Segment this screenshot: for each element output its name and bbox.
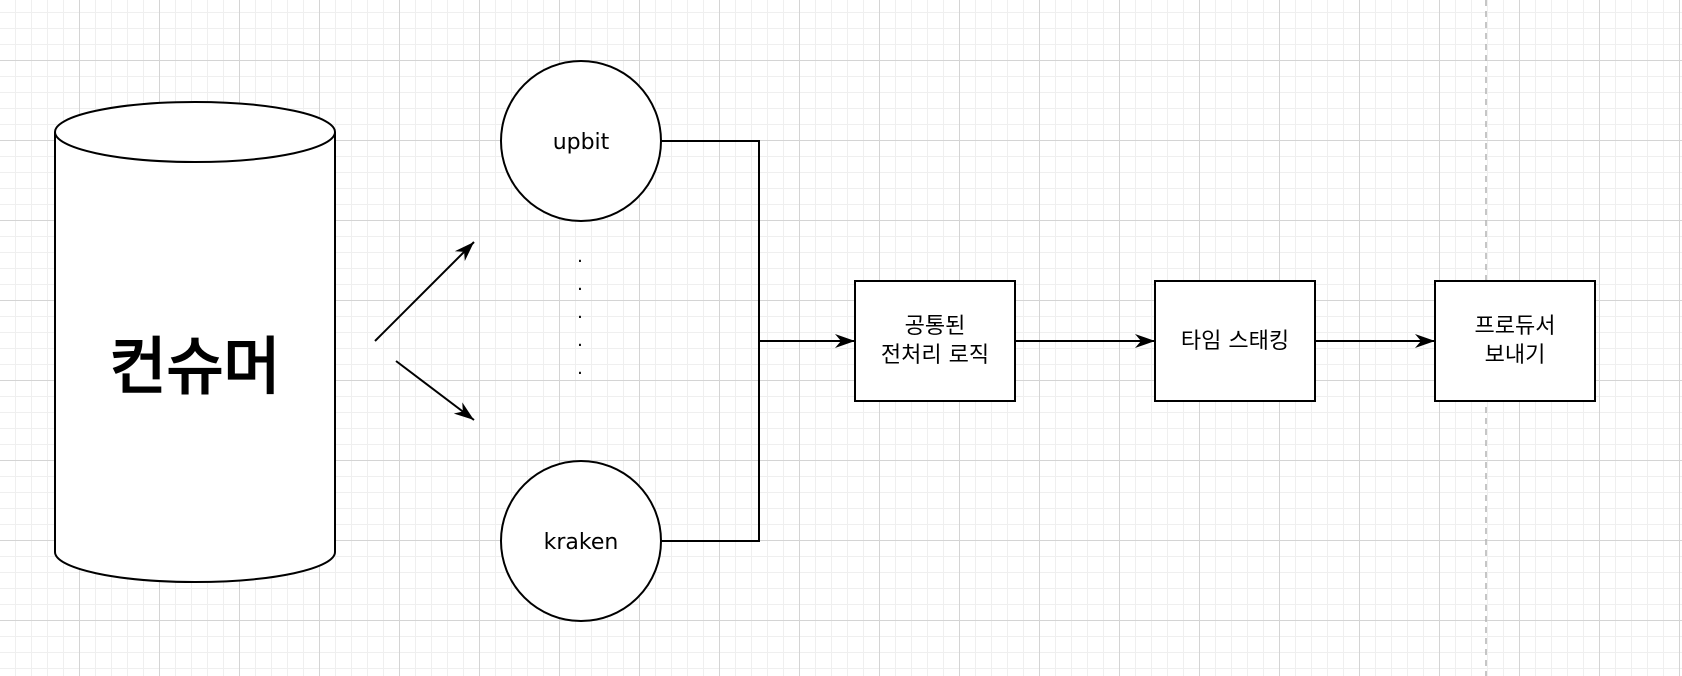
time-stacking-box[interactable]: 타임 스태킹	[1154, 280, 1316, 402]
preprocess-box[interactable]: 공통된 전처리 로직	[854, 280, 1016, 402]
preprocess-label-line1: 공통된	[905, 314, 966, 339]
ellipsis-dots: . . . . .	[577, 246, 583, 379]
ellipsis-dot: .	[577, 330, 583, 351]
connector-kraken-merge[interactable]	[661, 341, 760, 542]
upbit-label: upbit	[553, 130, 610, 155]
time-stacking-label: 타임 스태킹	[1181, 329, 1289, 354]
producer-label-line2: 보내기	[1485, 343, 1546, 368]
consumer-label: 컨슈머	[109, 330, 280, 403]
upbit-circle[interactable]: upbit	[500, 60, 662, 222]
producer-box[interactable]: 프로듀서 보내기	[1434, 280, 1596, 402]
arrow-consumer-to-kraken[interactable]	[395, 360, 475, 421]
producer-label-line1: 프로듀서	[1475, 314, 1556, 339]
kraken-label: kraken	[544, 530, 619, 555]
consumer-cylinder[interactable]: 컨슈머	[54, 101, 336, 583]
ellipsis-dot: .	[577, 246, 583, 267]
ellipsis-dot: .	[577, 274, 583, 295]
ellipsis-dot: .	[577, 358, 583, 379]
connector-upbit-merge[interactable]	[661, 140, 760, 341]
arrow-consumer-to-upbit[interactable]	[374, 241, 475, 342]
ellipsis-dot: .	[577, 302, 583, 323]
preprocess-label-line2: 전처리 로직	[881, 343, 989, 368]
kraken-circle[interactable]: kraken	[500, 460, 662, 622]
